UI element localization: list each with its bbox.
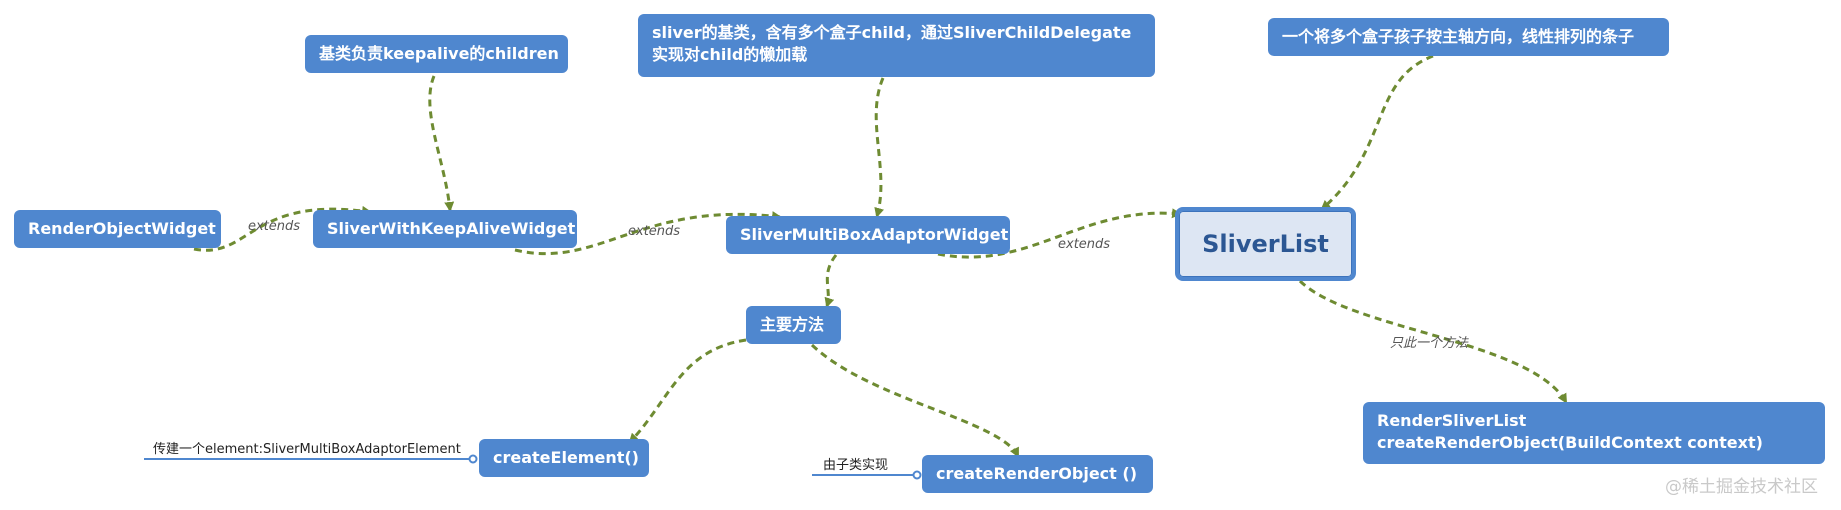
watermark: @稀土掘金技术社区: [1665, 477, 1818, 497]
note-keepalive[interactable]: 基类负责keepalive的children: [305, 35, 568, 73]
annotation-create-element: 传建一个element:SliverMultiBoxAdaptorElement: [153, 442, 461, 457]
edge-label-extends-1: extends: [248, 219, 301, 234]
edge-extends-keepalive: [514, 211, 782, 256]
node-main-methods[interactable]: 主要方法: [746, 306, 841, 344]
node-create-render-object-label: createRenderObject (): [936, 464, 1137, 483]
edge-note-sliverlist: [1320, 54, 1434, 211]
edge-only-method: [1298, 279, 1568, 404]
node-sliver-multi-box-adaptor-widget-label: SliverMultiBoxAdaptorWidget: [740, 225, 1009, 244]
note-sliver-list[interactable]: 一个将多个盒子孩子按主轴方向，线性排列的条子: [1268, 18, 1669, 56]
edge-extends-multibox: [937, 208, 1182, 259]
node-render-object-widget-label: RenderObjectWidget: [28, 219, 216, 238]
note-sliver-list-text: 一个将多个盒子孩子按主轴方向，线性排列的条子: [1282, 27, 1635, 46]
edge-to-create-element: [628, 338, 747, 444]
note-multi-box-text: sliver的基类，含有多个盒子child，通过SliverChildDeleg…: [652, 23, 1132, 64]
edge-main-methods: [824, 254, 838, 308]
node-create-element-label: createElement(): [493, 448, 639, 467]
node-sliver-list[interactable]: SliverList: [1175, 207, 1356, 281]
node-sliver-with-keep-alive-widget-label: SliverWithKeepAliveWidget: [327, 219, 576, 238]
edge-to-create-render-object: [810, 343, 1020, 458]
annotation-create-render-object: 由子类实现: [823, 458, 889, 473]
node-create-element[interactable]: createElement(): [479, 439, 649, 477]
node-sliver-with-keep-alive-widget[interactable]: SliverWithKeepAliveWidget: [313, 210, 577, 248]
edge-label-extends-3: extends: [1058, 237, 1111, 252]
note-keepalive-text: 基类负责keepalive的children: [319, 44, 559, 63]
node-render-sliver-list[interactable]: RenderSliverList createRenderObject(Buil…: [1363, 402, 1825, 464]
edge-extends-renderobject: [193, 205, 372, 252]
node-create-render-object[interactable]: createRenderObject (): [922, 455, 1153, 493]
edge-label-extends-2: extends: [628, 224, 681, 239]
annotation-dot-create-element: [468, 454, 478, 464]
node-render-object-widget[interactable]: RenderObjectWidget: [14, 210, 221, 248]
node-sliver-list-label: SliverList: [1202, 230, 1329, 258]
node-render-sliver-list-label: RenderSliverList createRenderObject(Buil…: [1377, 411, 1763, 452]
edge-note-multibox: [874, 77, 885, 218]
edge-note-keepalive: [428, 75, 455, 212]
node-main-methods-label: 主要方法: [760, 315, 825, 334]
annotation-dot-create-render-object: [912, 470, 922, 480]
edge-label-only-method: 只此一个方法: [1390, 336, 1469, 351]
node-sliver-multi-box-adaptor-widget[interactable]: SliverMultiBoxAdaptorWidget: [726, 216, 1010, 254]
note-multi-box[interactable]: sliver的基类，含有多个盒子child，通过SliverChildDeleg…: [638, 14, 1155, 77]
